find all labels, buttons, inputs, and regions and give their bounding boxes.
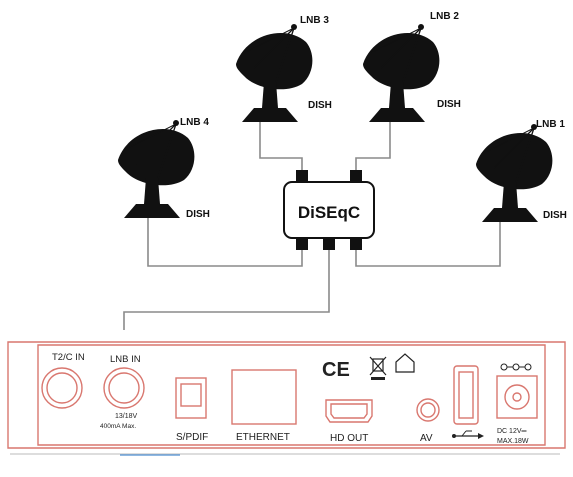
dish1-label: DISH xyxy=(543,210,567,221)
diseqc-switch: DiSEqC xyxy=(283,170,375,250)
power-rating-line1: DC 12V═ xyxy=(497,428,527,435)
av-label: AV xyxy=(420,433,433,444)
t2c-in-label: T2/C IN xyxy=(52,352,85,363)
receiver-rear-panel: T2/C IN LNB IN 13/18V 400mA Max. S/PDIF … xyxy=(7,341,566,456)
dc-power-jack xyxy=(496,375,538,419)
lnb-in-port xyxy=(103,367,145,409)
spdif-port xyxy=(175,377,207,419)
dc-polarity-icon xyxy=(500,363,532,371)
cable-receiver xyxy=(123,244,330,330)
cable-lnb1 xyxy=(355,222,501,267)
dish-lnb4 xyxy=(117,119,196,219)
lnb3-label: LNB 3 xyxy=(300,15,329,26)
t2c-in-port xyxy=(41,367,83,409)
dish-lnb1 xyxy=(475,123,554,223)
lnb-in-label: LNB IN xyxy=(110,354,141,365)
hd-out-label: HD OUT xyxy=(330,433,368,444)
power-rating-line2: MAX.18W xyxy=(497,438,529,445)
dish-lnb2 xyxy=(362,23,441,123)
lnb2-label: LNB 2 xyxy=(430,11,459,22)
lnb4-label: LNB 4 xyxy=(180,117,209,128)
cable-lnb4 xyxy=(147,218,303,267)
indoor-use-icon xyxy=(395,353,415,373)
spdif-label: S/PDIF xyxy=(176,432,208,443)
diseqc-label: DiSEqC xyxy=(298,203,360,222)
dish-lnb3 xyxy=(235,23,314,123)
usb-icon xyxy=(452,430,484,439)
dish2-label: DISH xyxy=(437,99,461,110)
lnb-current-label: 400mA Max. xyxy=(100,423,136,430)
lnb1-label: LNB 1 xyxy=(536,119,565,130)
cable-lnb3 xyxy=(259,122,303,176)
av-port xyxy=(416,398,440,422)
hd-out-port xyxy=(325,399,373,423)
weee-bin-icon xyxy=(369,356,387,380)
cable-lnb2 xyxy=(355,122,391,176)
dish4-label: DISH xyxy=(186,209,210,220)
ce-mark: CE xyxy=(322,359,350,381)
ethernet-label: ETHERNET xyxy=(236,432,290,443)
ethernet-port xyxy=(231,369,297,425)
usb-port xyxy=(453,365,479,425)
dish3-label: DISH xyxy=(308,100,332,111)
lnb-voltage-label: 13/18V xyxy=(115,413,138,420)
